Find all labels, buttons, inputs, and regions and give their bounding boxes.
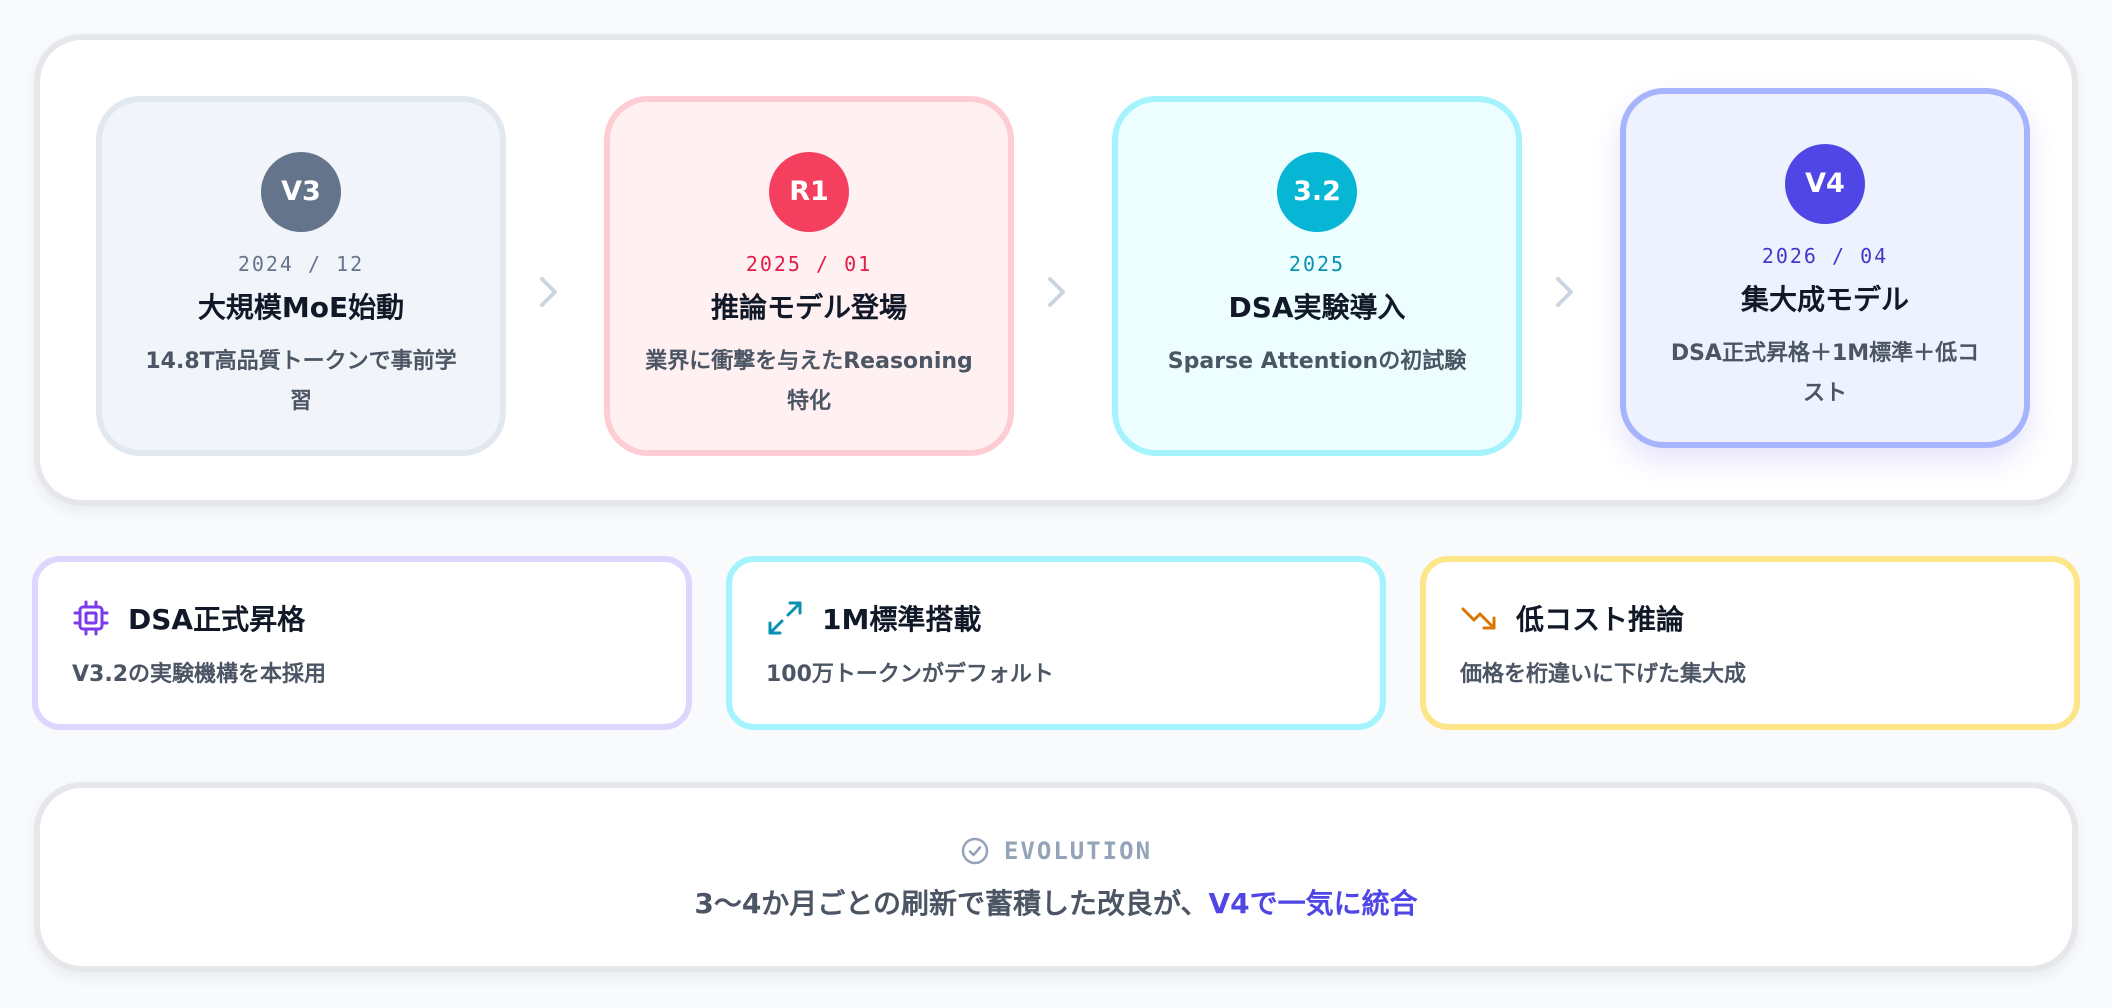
- chevron-right-icon: [540, 277, 557, 307]
- milestone-description: 14.8T高品質トークンで事前学習: [145, 349, 457, 414]
- milestone-card-v3: V3 2024 / 12 大規模MoE始動 14.8T高品質トークンで事前学習: [96, 96, 506, 456]
- feature-description: 100万トークンがデフォルト: [766, 662, 1054, 687]
- trending-down-icon: [1460, 599, 1498, 637]
- evolution-label-text: EVOLUTION: [1003, 837, 1153, 865]
- milestone-date: 2024 / 12: [237, 252, 365, 276]
- milestone-description: 業界に衝撃を与えたReasoning特化: [645, 349, 973, 414]
- milestone-date: 2025: [1288, 252, 1346, 276]
- check-circle-icon: [961, 837, 989, 865]
- expand-icon: [766, 599, 804, 637]
- feature-card-1m: 1M標準搭載 100万トークンがデフォルト: [726, 556, 1386, 730]
- evolution-summary: 3〜4か月ごとの刷新で蓄積した改良が、V4で一気に統合: [40, 882, 2072, 922]
- evolution-label: EVOLUTION: [960, 836, 1152, 866]
- chip-icon: [72, 599, 110, 637]
- milestone-badge: V4: [1785, 144, 1865, 224]
- chevron-right-icon: [1556, 277, 1573, 307]
- feature-description: V3.2の実験機構を本採用: [72, 662, 326, 687]
- feature-title: 低コスト推論: [1516, 603, 1685, 636]
- milestone-card-r1: R1 2025 / 01 推論モデル登場 業界に衝撃を与えたReasoning特…: [604, 96, 1014, 456]
- milestone-badge: R1: [769, 152, 849, 232]
- milestone-title: 集大成モデル: [1740, 283, 1909, 316]
- timeline-panel: V3 2024 / 12 大規模MoE始動 14.8T高品質トークンで事前学習 …: [34, 34, 2078, 506]
- evolution-summary-text: 3〜4か月ごとの刷新で蓄積した改良が、: [694, 887, 1209, 920]
- milestone-title: 大規模MoE始動: [197, 291, 405, 324]
- feature-title: DSA正式昇格: [128, 603, 306, 636]
- milestone-title: DSA実験導入: [1228, 291, 1406, 324]
- milestone-card-v4: V4 2026 / 04 集大成モデル DSA正式昇格＋1M標準＋低コスト: [1620, 88, 2030, 448]
- feature-title: 1M標準搭載: [822, 603, 982, 636]
- feature-card-low-cost: 低コスト推論 価格を桁違いに下げた集大成: [1420, 556, 2080, 730]
- evolution-panel: EVOLUTION 3〜4か月ごとの刷新で蓄積した改良が、V4で一気に統合: [34, 782, 2078, 972]
- milestone-badge: 3.2: [1277, 152, 1357, 232]
- milestone-badge: V3: [261, 152, 341, 232]
- milestone-date: 2026 / 04: [1761, 244, 1889, 268]
- milestone-description: Sparse Attentionの初試験: [1167, 349, 1467, 374]
- evolution-highlight: V4で一気に統合: [1208, 887, 1418, 920]
- milestone-card-3-2: 3.2 2025 DSA実験導入 Sparse Attentionの初試験: [1112, 96, 1522, 456]
- chevron-right-icon: [1048, 277, 1065, 307]
- milestone-title: 推論モデル登場: [710, 291, 907, 324]
- feature-description: 価格を桁違いに下げた集大成: [1460, 662, 1747, 687]
- milestone-date: 2025 / 01: [745, 252, 873, 276]
- milestone-description: DSA正式昇格＋1M標準＋低コスト: [1670, 341, 1980, 406]
- feature-card-dsa: DSA正式昇格 V3.2の実験機構を本採用: [32, 556, 692, 730]
